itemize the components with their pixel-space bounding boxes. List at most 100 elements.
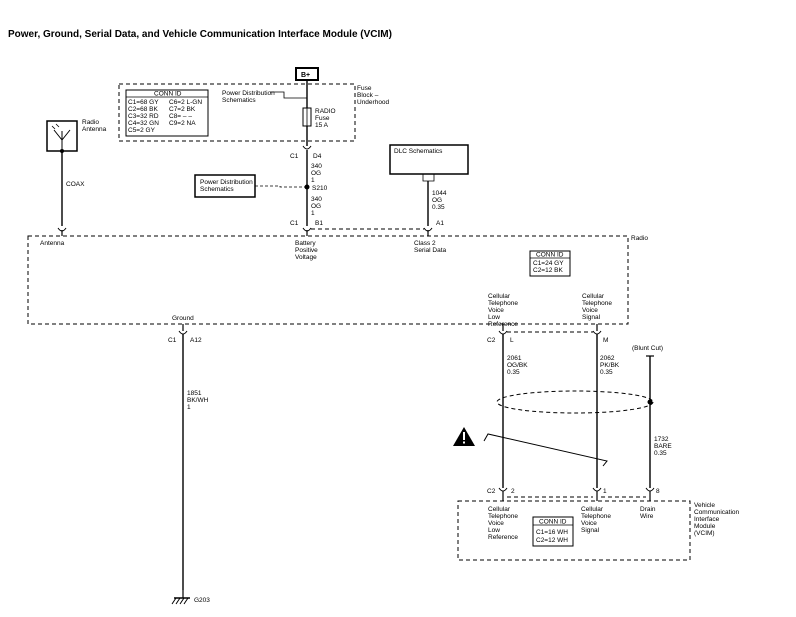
radio-conn-id-table [529,250,571,277]
conn-id-entry: C4=32 GN [128,120,159,127]
class2-label-2: Serial Data [414,247,447,254]
wire-1732-number: 1732 [654,436,669,443]
antenna-label-1: Radio [82,119,99,126]
power-distribution-ref-1: Power Distribution [222,90,275,97]
shield-ellipse [496,390,654,414]
wire-2061-color: OG/BK [507,362,528,369]
wire-2062-number: 2062 [600,355,615,362]
radio-conn-id-title: CONN ID [536,252,564,259]
conn-id-entry: C7=2 BK [169,106,196,113]
vcim-module-box [457,500,691,561]
vcim-cell-low-3: Voice [488,520,504,527]
vcim-cell-sig-3: Voice [581,520,597,527]
fuse-block-conn-id-table: CONN ID C1=68 GY C2=68 BK C3=32 RD C4=32… [125,89,209,137]
conn-id-entry: C2=68 BK [128,106,158,113]
fuse-block-label-2: Block – [357,92,379,99]
wire-1044-number: 1044 [432,190,447,197]
battery-label-2: Positive [295,247,318,254]
wire-340b-number: 340 [311,196,322,203]
wire-340b-color: OG [311,203,321,210]
fuse-label-2: Fuse [315,115,330,122]
class2-label-1: Class 2 [414,240,436,247]
radio-cell-sig-3: Voice [582,307,598,314]
wire-1732-size: 0.35 [654,450,667,457]
radio-ground-label: Ground [172,315,194,322]
coax-label: COAX [66,181,85,188]
fuse-pin-d4: D4 [313,153,322,160]
radio-pin-m: M [603,337,608,344]
wire-2061-size: 0.35 [507,369,520,376]
wire-340b-size: 1 [311,210,315,217]
vcim-pin-8: 8 [656,488,660,495]
vcim-drain-1: Drain [640,506,656,513]
conn-id-entry: C1=68 GY [128,99,159,106]
radio-module-box [27,235,629,325]
vcim-cell-low-5: Reference [488,534,518,541]
vcim-conn-id-table [532,516,574,547]
vcim-label-5: (VCIM) [694,530,715,537]
conn-id-entry: C8= – – [169,113,192,120]
warning-icon [453,427,475,446]
power-distribution-box-label-1: Power Distribution [200,179,253,186]
dlc-schematics-box [389,144,469,175]
wire-340-size: 1 [311,177,315,184]
radio-cell-low-4: Low [488,314,500,321]
radio-pin-l: L [510,337,514,344]
vcim-drain-2: Wire [640,513,654,520]
vcim-label-4: Module [694,523,716,530]
radio-conn-id-entry: C1=24 GY [533,260,564,267]
radio-antenna: Radio Antenna [46,119,107,153]
radio-cell-sig-2: Telephone [582,300,612,307]
wire-1732-color: BARE [654,443,672,450]
bplus-label: B+ [301,72,310,79]
dlc-schematics-label: DLC Schematics [394,148,443,155]
vcim-label-3: Interface [694,516,720,523]
power-distribution-box-label-2: Schematics [200,186,234,193]
radio-pin-b1: B1 [315,220,323,227]
vcim-conn-id-entry: C2=12 WH [536,537,568,544]
radio-cell-low-3: Voice [488,307,504,314]
ground-symbol [171,590,190,605]
fuse-block-label-3: Underhood [357,99,390,106]
ground-g203-label: G203 [194,597,210,604]
vcim-pin-2: 2 [511,488,515,495]
radio-conn-c1: C1 [290,220,299,227]
wire-1044-color: OG [432,197,442,204]
radio-conn-c2: C2 [487,337,496,344]
vcim-conn-c2: C2 [487,488,496,495]
fuse-label-3: 15 A [315,122,329,129]
wire-1851-number: 1851 [187,390,202,397]
vcim-cell-low-4: Low [488,527,500,534]
radio-ground-conn: C1 [168,337,177,344]
diagram-title: Power, Ground, Serial Data, and Vehicle … [8,29,392,40]
vcim-conn-id-entry: C1=16 WH [536,529,568,536]
conn-id-title: CONN ID [154,91,182,98]
radio-label: Radio [631,235,648,242]
conn-id-entry: C5=2 GY [128,127,156,134]
radio-antenna-terminal: Antenna [40,240,65,247]
vcim-cell-sig-4: Signal [581,527,600,534]
vcim-cell-low-2: Telephone [488,513,518,520]
vcim-cell-low-1: Cellular [488,506,511,513]
conn-id-entry: C9=2 NA [169,120,196,127]
blunt-cut-label: (Blunt Cut) [632,345,663,352]
vcim-cell-sig-2: Telephone [581,513,611,520]
vcim-label-1: Vehicle [694,502,715,509]
radio-cell-sig-4: Signal [582,314,601,321]
warning-pointer [483,433,608,467]
radio-conn-id-entry: C2=12 BK [533,267,563,274]
wire-340-number: 340 [311,163,322,170]
vcim-cell-sig-1: Cellular [581,506,604,513]
radio-pin-a1: A1 [436,220,444,227]
wire-2062-size: 0.35 [600,369,613,376]
wire-1851-color: BK/WH [187,397,209,404]
power-distribution-ref-2: Schematics [222,97,256,104]
vcim-label-2: Communication [694,509,740,516]
vcim-pin-1: 1 [603,488,607,495]
fuse-block: Fuse Block – Underhood CONN ID C1=68 GY … [118,67,390,146]
radio-cell-sig-1: Cellular [582,293,605,300]
vcim-conn-id-title: CONN ID [539,519,567,526]
antenna-label-2: Antenna [82,126,107,133]
wire-340-color: OG [311,170,321,177]
